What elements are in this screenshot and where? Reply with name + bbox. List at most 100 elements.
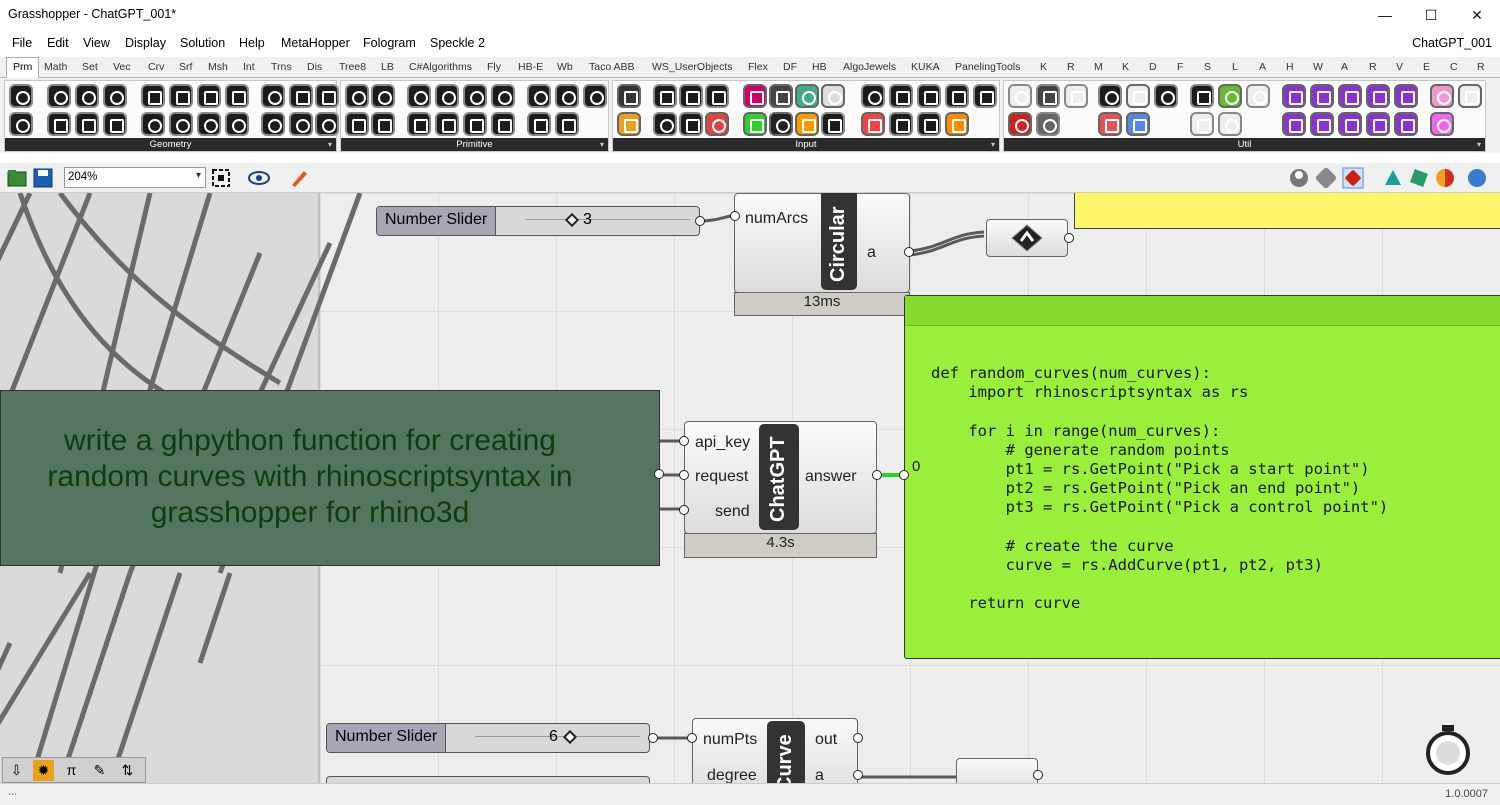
a-icon[interactable] xyxy=(1394,112,1418,136)
code-panel-input-port[interactable] xyxy=(899,470,909,480)
tab-f[interactable]: F xyxy=(1177,61,1184,73)
script-icon[interactable] xyxy=(1310,84,1334,108)
numarcs-input-port[interactable] xyxy=(730,211,740,221)
data-input-icon[interactable] xyxy=(617,84,641,108)
interval-param-icon[interactable] xyxy=(583,84,607,108)
geometry-param-icon[interactable] xyxy=(103,84,127,108)
domain-param-icon[interactable] xyxy=(435,84,459,108)
plane-param-icon[interactable] xyxy=(169,112,193,136)
number-slider-top[interactable]: Number Slider 3 xyxy=(376,206,700,236)
boolean-param-icon[interactable] xyxy=(345,84,369,108)
arrow-icon[interactable] xyxy=(1190,112,1214,136)
box-param-icon[interactable] xyxy=(9,84,33,108)
slider-track[interactable] xyxy=(475,736,640,739)
graph-mapper-icon[interactable] xyxy=(617,112,641,136)
tab-v[interactable]: V xyxy=(1396,61,1404,73)
jump-icon[interactable] xyxy=(1098,84,1122,108)
number-slider-partial[interactable] xyxy=(326,776,650,783)
sketch-pen-icon[interactable] xyxy=(288,167,310,189)
domain2-param-icon[interactable] xyxy=(435,112,459,136)
tab-l[interactable]: L xyxy=(1232,61,1238,73)
minimize-button[interactable]: — xyxy=(1378,7,1392,23)
sort-icon[interactable]: ⇅ xyxy=(121,762,134,778)
fx-icon[interactable] xyxy=(1458,84,1482,108)
colour-wheel-icon[interactable] xyxy=(795,84,819,108)
point-param-icon[interactable] xyxy=(169,84,193,108)
tab-r[interactable]: R xyxy=(1067,61,1075,73)
arc-param-icon[interactable] xyxy=(75,84,99,108)
tab-r2[interactable]: R xyxy=(1369,61,1377,73)
atom-param-icon[interactable] xyxy=(289,84,313,108)
location-param-icon[interactable] xyxy=(289,112,313,136)
preview-selected-icon[interactable] xyxy=(1342,167,1364,189)
search-icon[interactable] xyxy=(1218,112,1242,136)
mesh-param-icon[interactable] xyxy=(141,112,165,136)
colour-preview-icon[interactable] xyxy=(1434,167,1456,189)
tab-hb-e[interactable]: HB-E xyxy=(518,61,544,73)
tab-prm[interactable]: Prm xyxy=(6,57,40,78)
menu-help[interactable]: Help xyxy=(239,36,265,50)
abc-icon[interactable] xyxy=(1064,84,1088,108)
generic-data-param-icon[interactable] xyxy=(527,112,551,136)
text-param-icon[interactable] xyxy=(371,112,395,136)
tab-crv[interactable]: Crv xyxy=(148,61,165,73)
pen-icon[interactable] xyxy=(1126,84,1150,108)
curve-component[interactable]: numPts degree out a Curve xyxy=(692,718,858,783)
colour-picker-icon[interactable] xyxy=(821,84,845,108)
file-path-param-icon[interactable] xyxy=(555,84,579,108)
vector-param-icon[interactable] xyxy=(261,84,285,108)
cluster-icon[interactable] xyxy=(1008,84,1032,108)
time-param-icon[interactable] xyxy=(491,112,515,136)
tab-flex[interactable]: Flex xyxy=(748,61,768,73)
value-list-icon[interactable] xyxy=(679,112,703,136)
tab-hb[interactable]: HB xyxy=(812,61,827,73)
md-slider-icon[interactable] xyxy=(743,112,767,136)
surface-param-icon[interactable] xyxy=(197,112,221,136)
number-slider-bottom[interactable]: Number Slider 6 xyxy=(326,723,650,753)
integer-param-icon[interactable] xyxy=(371,84,395,108)
menu-metahopper[interactable]: MetaHopper xyxy=(281,36,350,50)
slider-track[interactable] xyxy=(525,219,690,222)
tab-k2[interactable]: K xyxy=(1122,61,1130,73)
group-param-icon[interactable] xyxy=(103,112,127,136)
tab-ws-userobjects[interactable]: WS_UserObjects xyxy=(652,61,733,73)
a-output-port[interactable] xyxy=(904,247,914,257)
menu-solution[interactable]: Solution xyxy=(180,36,226,50)
save-file-icon[interactable] xyxy=(32,167,54,189)
import-xyz-icon[interactable] xyxy=(889,112,913,136)
gradient-bar-icon[interactable] xyxy=(861,112,885,136)
answer-output-port[interactable] xyxy=(872,470,882,480)
slider-output-port[interactable] xyxy=(695,216,705,226)
menu-speckle[interactable]: Speckle 2 xyxy=(430,36,485,50)
tab-csalgorithms[interactable]: C#Algorithms xyxy=(409,61,473,73)
tab-set[interactable]: Set xyxy=(82,61,98,73)
tab-algojewels[interactable]: AlgoJewels xyxy=(843,61,897,73)
tab-df[interactable]: DF xyxy=(783,61,797,73)
tab-vec[interactable]: Vec xyxy=(113,61,131,73)
prompt-output-port[interactable] xyxy=(654,469,664,479)
context-icon[interactable] xyxy=(1126,112,1150,136)
colour-param-icon[interactable] xyxy=(555,112,579,136)
flask-icon[interactable] xyxy=(1430,112,1454,136)
culture-param-icon[interactable] xyxy=(407,112,431,136)
clock-icon[interactable] xyxy=(769,112,793,136)
zero-one-icon[interactable] xyxy=(1366,112,1390,136)
tab-r3[interactable]: R xyxy=(1477,61,1485,73)
fitness-icon[interactable] xyxy=(1036,112,1060,136)
timer-reset-icon[interactable] xyxy=(1246,84,1270,108)
numpts-input-port[interactable] xyxy=(687,733,697,743)
tab-a[interactable]: A xyxy=(1259,61,1267,73)
tab-a2[interactable]: A xyxy=(1341,61,1349,73)
number-param-icon[interactable] xyxy=(345,112,369,136)
tab-taco-abb[interactable]: Taco ABB xyxy=(589,61,635,73)
curve-param-component[interactable] xyxy=(986,219,1068,257)
sphere-display-icon[interactable] xyxy=(1466,167,1488,189)
tab-w[interactable]: W xyxy=(1313,61,1323,73)
field-param-icon[interactable] xyxy=(75,112,99,136)
timer-icon[interactable] xyxy=(1154,84,1178,108)
import-coordinates-icon[interactable] xyxy=(973,84,997,108)
request-input-port[interactable] xyxy=(679,470,689,480)
cherry-icon[interactable] xyxy=(1008,112,1032,136)
key-icon[interactable] xyxy=(1366,84,1390,108)
vb-icon[interactable] xyxy=(1338,84,1362,108)
